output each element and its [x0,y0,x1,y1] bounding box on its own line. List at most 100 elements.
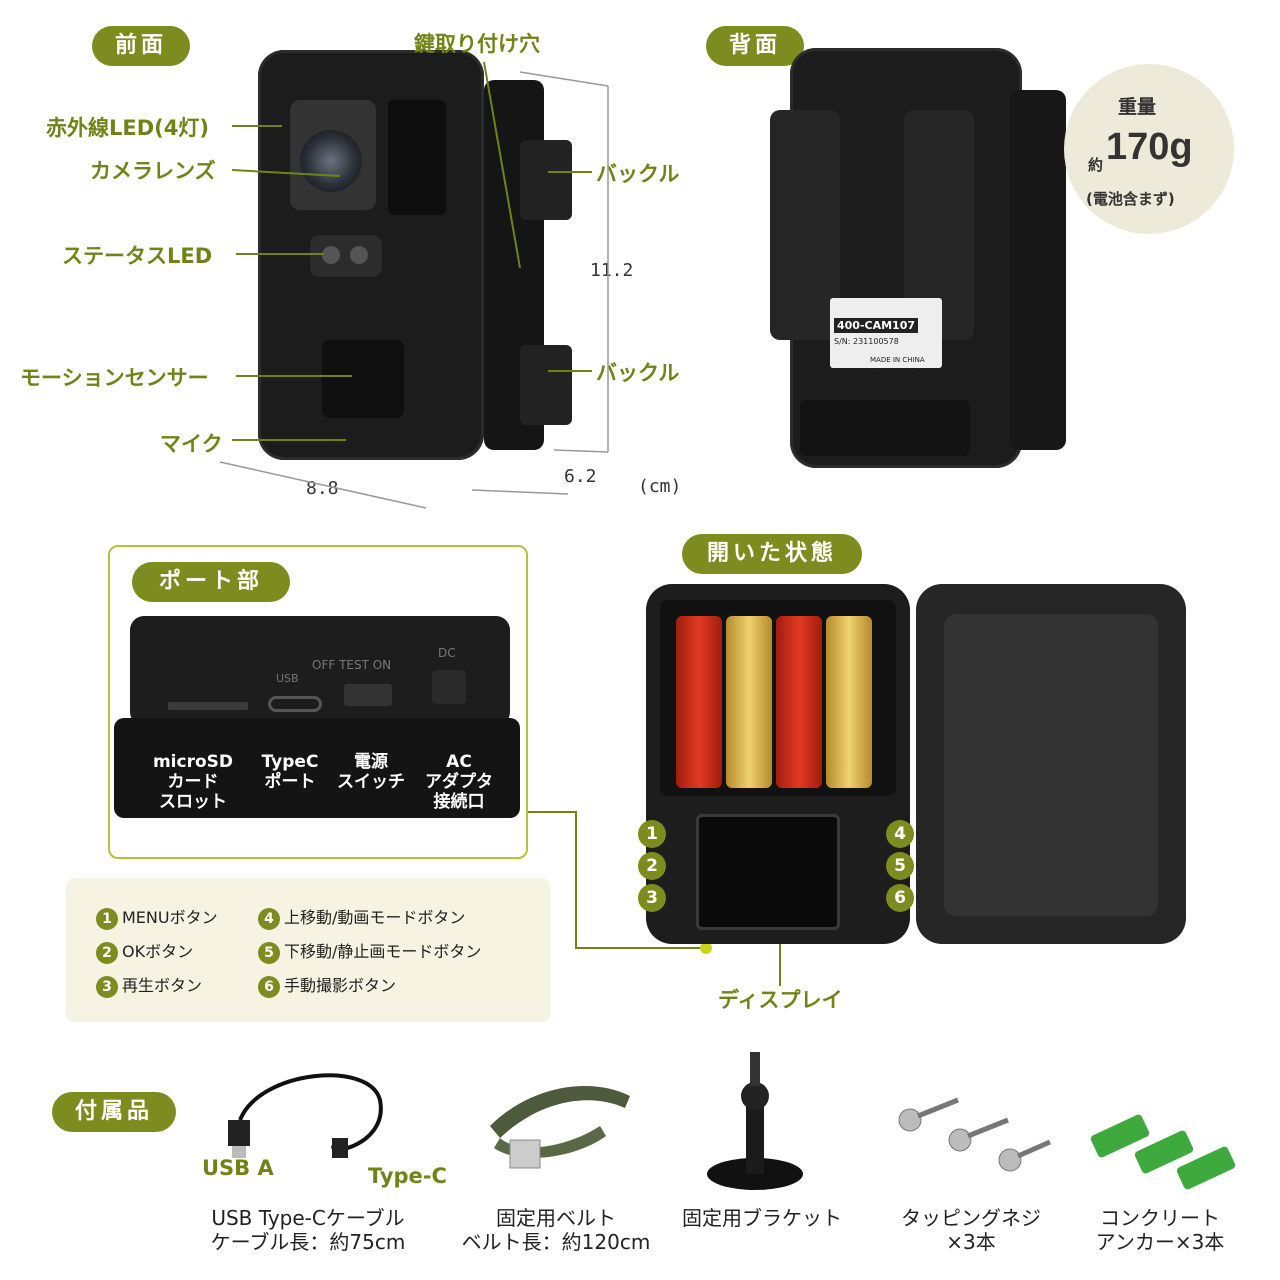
legend-text-5: 下移動/静止画モードボタン [284,942,482,961]
button-legend-box [66,878,550,1022]
port-label-ac-adapter: AC アダプタ 接続口 [425,752,493,812]
label-lens: カメラレンズ [90,159,216,183]
acc-caption-anchors: コンクリート アンカー×3本 [1070,1206,1250,1254]
acc-cable-line1: USB Type-Cケーブル [211,1206,405,1230]
back-model: 400-CAM107 [834,318,919,333]
usb-a-label: USB A [202,1156,274,1180]
battery-1 [676,616,722,788]
weight-badge [1064,64,1234,234]
legend-num-6: 6 [258,976,280,998]
dimension-height: 11.2 [590,260,634,281]
label-buckle-top: バックル [596,162,680,186]
acc-belt-line1: 固定用ベルト [496,1206,616,1230]
status-led-icon-2 [350,246,368,264]
legend-num-2: 2 [96,942,118,964]
label-display: ディスプレイ [718,988,843,1012]
legend-num-5: 5 [258,942,280,964]
lcd-display [696,814,840,930]
back-title: 背面 [706,26,804,66]
legend-text-3: 再生ボタン [122,976,203,995]
anchors-icon [1090,1114,1236,1190]
acc-screws-line2: ×3本 [946,1230,996,1254]
ports-frame [108,545,528,859]
acc-caption-bracket: 固定用ブラケット [662,1206,862,1230]
acc-screws-line1: タッピングネジ [901,1206,1041,1230]
weight-label: 重量 [1118,96,1157,118]
legend-num-4: 4 [258,908,280,930]
port-label-typec: TypeC ポート [261,752,319,792]
acc-belt-line2: ベルト長：約120cm [461,1230,651,1254]
legend-num-3: 3 [96,976,118,998]
acc-cable-line2: ケーブル長：約75cm [210,1230,406,1254]
weight-prefix: 約 [1088,156,1104,174]
ports-title: ポート部 [132,562,290,602]
power-switch-icon [344,684,392,706]
switch-text: OFF TEST ON [312,658,392,672]
acc-anchors-line2: アンカー×3本 [1095,1230,1225,1254]
camera-lens-icon [300,130,362,192]
type-c-label: Type-C [368,1164,447,1188]
legend-num-1: 1 [96,908,118,930]
ir-led-window [388,100,446,215]
accessories-title: 付属品 [52,1092,176,1132]
ports-body [114,718,520,818]
label-ir-led: 赤外線LED(4灯) [46,116,209,140]
motion-sensor-window [322,340,404,418]
weight-value: 170g [1106,126,1193,168]
label-motion-sensor: モーションセンサー [20,366,209,390]
status-led-icon [322,246,340,264]
open-num-5: 5 [886,852,914,880]
usb-cable-icon [228,1073,383,1158]
port-label-microsd: microSD カード スロット [152,752,234,812]
back-maker: サンワサプライ株式会社 [844,369,932,378]
buckle-top-shape [520,140,572,220]
strap-loop-left [770,110,840,340]
open-num-6: 6 [886,884,914,912]
belt-icon [490,1086,630,1169]
product-label-sticker [830,298,942,368]
legend-text-2: OKボタン [122,942,194,961]
screws-icon [898,1097,1052,1172]
battery-2 [726,616,772,788]
bracket-icon [707,1052,803,1190]
open-num-2: 2 [638,852,666,880]
port-label-power-switch: 電源 スイッチ [337,752,405,792]
open-num-1: 1 [638,820,666,848]
battery-4 [826,616,872,788]
label-status-led: ステータスLED [62,244,213,268]
battery-3 [776,616,822,788]
open-num-4: 4 [886,820,914,848]
acc-anchors-line1: コンクリート [1100,1206,1220,1230]
buckle-bottom-shape [520,345,572,425]
back-side-body [1010,90,1066,450]
microsd-slot-icon [168,702,248,710]
acc-bracket-line1: 固定用ブラケット [682,1206,842,1230]
legend-text-4: 上移動/動画モードボタン [284,908,466,927]
weight-note: (電池含まず) [1086,190,1175,208]
dc-text: DC [438,646,456,660]
legend-text-6: 手動撮影ボタン [284,976,397,995]
acc-caption-cable: USB Type-Cケーブル ケーブル長：約75cm [188,1206,428,1254]
usb-port-text: USB [276,672,299,685]
label-mic: マイク [160,432,223,456]
acc-caption-belt: 固定用ベルト ベルト長：約120cm [446,1206,666,1254]
back-made-in: MADE IN CHINA [870,356,925,364]
usb-c-port-icon [268,696,322,712]
dimension-unit: (cm) [638,476,682,497]
open-num-3: 3 [638,884,666,912]
dc-jack-icon [432,670,466,704]
front-title: 前面 [92,26,190,66]
back-hinge [800,400,970,456]
label-buckle-bottom: バックル [596,361,680,385]
cover-inner [944,614,1158,916]
dimension-depth: 6.2 [564,466,597,487]
label-key-hole: 鍵取り付け穴 [414,32,540,56]
open-title: 開いた状態 [682,534,862,574]
